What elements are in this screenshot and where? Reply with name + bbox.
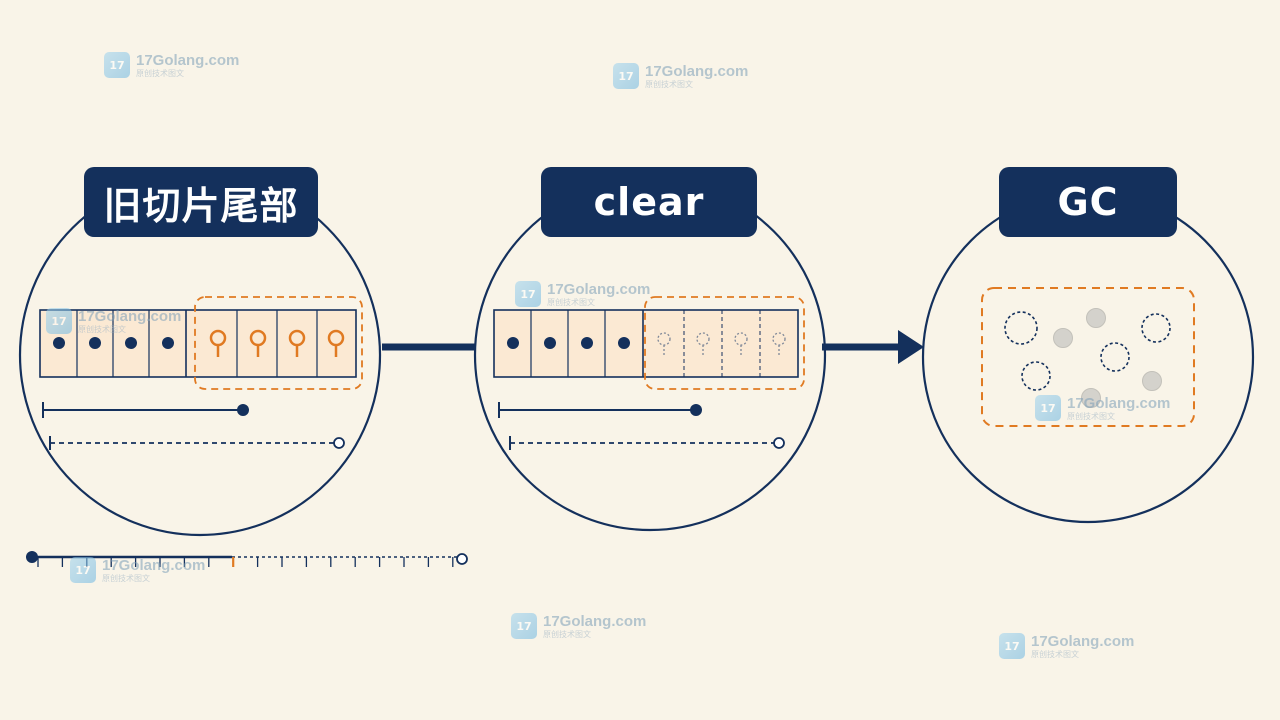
- element-dot: [89, 337, 101, 349]
- collected-object: [1086, 308, 1106, 328]
- watermark-subtitle: 原创技术图文: [547, 297, 595, 307]
- element-dot: [125, 337, 137, 349]
- watermark-logo-icon: 17: [999, 633, 1025, 659]
- old-tail-highlight: [194, 296, 363, 390]
- watermark-logo-icon: 17: [613, 63, 639, 89]
- clear-label: clear: [541, 167, 757, 237]
- old-slice-array: [39, 296, 363, 390]
- unreferenced-object: [1021, 361, 1051, 391]
- watermark-subtitle: 原创技术图文: [136, 68, 184, 78]
- element-dot: [618, 337, 630, 349]
- cleared-slice-array: [493, 296, 805, 390]
- element-dot: [162, 337, 174, 349]
- old-cap-bar: [49, 436, 345, 450]
- watermark-logo-icon: 17: [515, 281, 541, 307]
- watermark-site: 17Golang.com: [645, 62, 749, 80]
- gc-heap-box: [981, 287, 1195, 427]
- pointer-icon: [209, 329, 227, 357]
- watermark-subtitle: 原创技术图文: [543, 629, 591, 639]
- watermark-subtitle: 原创技术图文: [78, 324, 126, 334]
- watermark-site: 17Golang.com: [136, 51, 240, 69]
- element-dot: [507, 337, 519, 349]
- collected-object: [1081, 388, 1101, 408]
- zeroed-pointer-icon: [696, 332, 710, 356]
- watermark-site: 17Golang.com: [543, 612, 647, 630]
- watermark-subtitle: 原创技术图文: [102, 573, 150, 583]
- timeline-end-dot: [456, 553, 468, 565]
- collected-object: [1053, 328, 1073, 348]
- pointer-icon: [249, 329, 267, 357]
- watermark-site: 17Golang.com: [78, 307, 182, 325]
- gc-region: [981, 287, 1195, 427]
- unreferenced-object: [1100, 342, 1130, 372]
- watermark-logo-icon: 17: [70, 557, 96, 583]
- cleared-cap-bar: [509, 436, 785, 450]
- watermark-site: 17Golang.com: [102, 556, 206, 574]
- element-dot: [544, 337, 556, 349]
- watermark-logo-icon: 17: [46, 308, 72, 334]
- pointer-icon: [327, 329, 345, 357]
- zeroed-pointer-icon: [657, 332, 671, 356]
- unreferenced-object: [1141, 313, 1171, 343]
- arrow-head: [898, 330, 924, 364]
- watermark-subtitle: 原创技术图文: [645, 79, 693, 89]
- element-dot: [581, 337, 593, 349]
- zeroed-pointer-icon: [734, 332, 748, 356]
- watermark-site: 17Golang.com: [1067, 394, 1171, 412]
- cleared-slice-body: [493, 309, 799, 378]
- watermark-site: 17Golang.com: [1031, 632, 1135, 650]
- gc-circle: [921, 190, 1255, 524]
- element-dot: [53, 337, 65, 349]
- watermark-site: 17Golang.com: [547, 280, 651, 298]
- watermark-subtitle: 原创技术图文: [1031, 649, 1079, 659]
- watermark-logo-icon: 17: [1035, 395, 1061, 421]
- old-len-bar: [42, 402, 249, 418]
- watermark-logo-icon: 17: [511, 613, 537, 639]
- gc-label: GC: [999, 167, 1177, 237]
- watermark-subtitle: 原创技术图文: [1067, 411, 1115, 421]
- old-tail-label: 旧切片尾部: [84, 167, 318, 237]
- cleared-len-bar: [498, 402, 702, 418]
- pointer-icon: [288, 329, 306, 357]
- collected-object: [1142, 371, 1162, 391]
- unreferenced-object: [1004, 311, 1038, 345]
- cleared-tail-highlight: [644, 296, 805, 390]
- zeroed-pointer-icon: [772, 332, 786, 356]
- watermark-logo-icon: 17: [104, 52, 130, 78]
